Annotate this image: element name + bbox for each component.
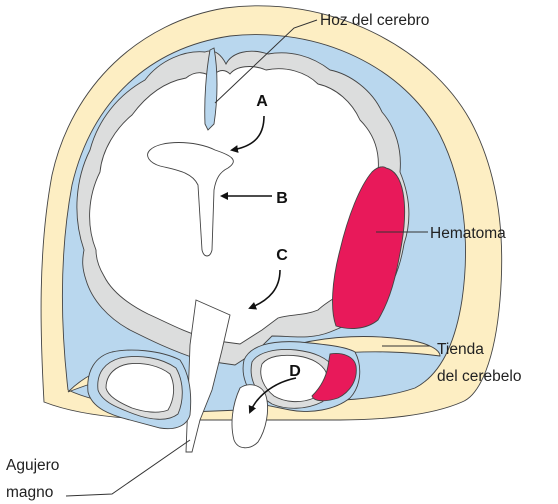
label-tentorium-line1: Tienda [437, 341, 484, 358]
label-tentorium-line2: del cerebelo [437, 368, 521, 385]
label-hematoma: Hematoma [430, 225, 506, 242]
leader-foramen [66, 440, 190, 496]
marker-d: D [289, 363, 301, 380]
marker-a: A [256, 93, 268, 110]
marker-c: C [276, 247, 288, 264]
label-foramen-line2: magno [6, 484, 53, 501]
marker-b: B [276, 190, 288, 207]
label-falx: Hoz del cerebro [320, 12, 429, 29]
label-foramen-line1: Agujero [6, 457, 59, 474]
